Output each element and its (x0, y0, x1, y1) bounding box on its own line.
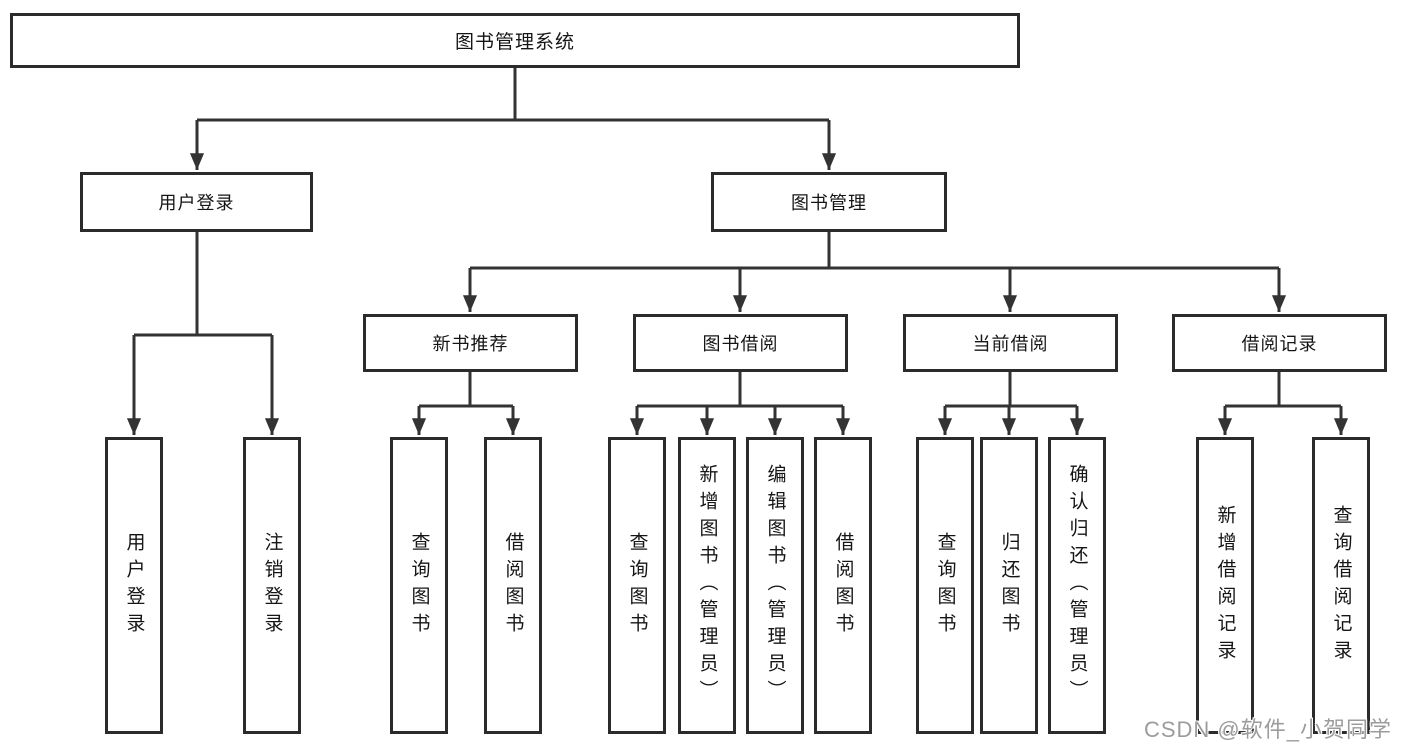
leaf-logout: 注销登录 (243, 437, 301, 734)
node-book-management: 图书管理 (711, 172, 947, 232)
leaf-bb-query-books: 查询图书 (608, 437, 666, 734)
leaf-bb-borrow-books: 借阅图书 (814, 437, 872, 734)
leaf-nbr-borrow-books: 借阅图书 (484, 437, 542, 734)
leaf-nbr-query-books: 查询图书 (390, 437, 448, 734)
leaf-bb-edit-books-admin: 编辑图书（管理员） (746, 437, 804, 734)
node-book-borrowing: 图书借阅 (633, 314, 848, 372)
watermark: CSDN @软件_小贺同学 (1143, 717, 1392, 742)
leaf-cb-query-books: 查询图书 (916, 437, 974, 734)
leaf-br-add-record: 新增借阅记录 (1196, 437, 1254, 734)
node-new-book-recommendation: 新书推荐 (363, 314, 578, 372)
leaf-bb-add-books-admin: 新增图书（管理员） (678, 437, 736, 734)
leaf-cb-confirm-return-admin: 确认归还（管理员） (1048, 437, 1106, 734)
leaf-user-login: 用户登录 (105, 437, 163, 734)
leaf-br-query-record: 查询借阅记录 (1312, 437, 1370, 734)
node-user-login: 用户登录 (80, 172, 313, 232)
node-borrowing-records: 借阅记录 (1172, 314, 1387, 372)
leaf-cb-return-books: 归还图书 (980, 437, 1038, 734)
node-current-borrowing: 当前借阅 (903, 314, 1118, 372)
node-root: 图书管理系统 (10, 13, 1020, 68)
